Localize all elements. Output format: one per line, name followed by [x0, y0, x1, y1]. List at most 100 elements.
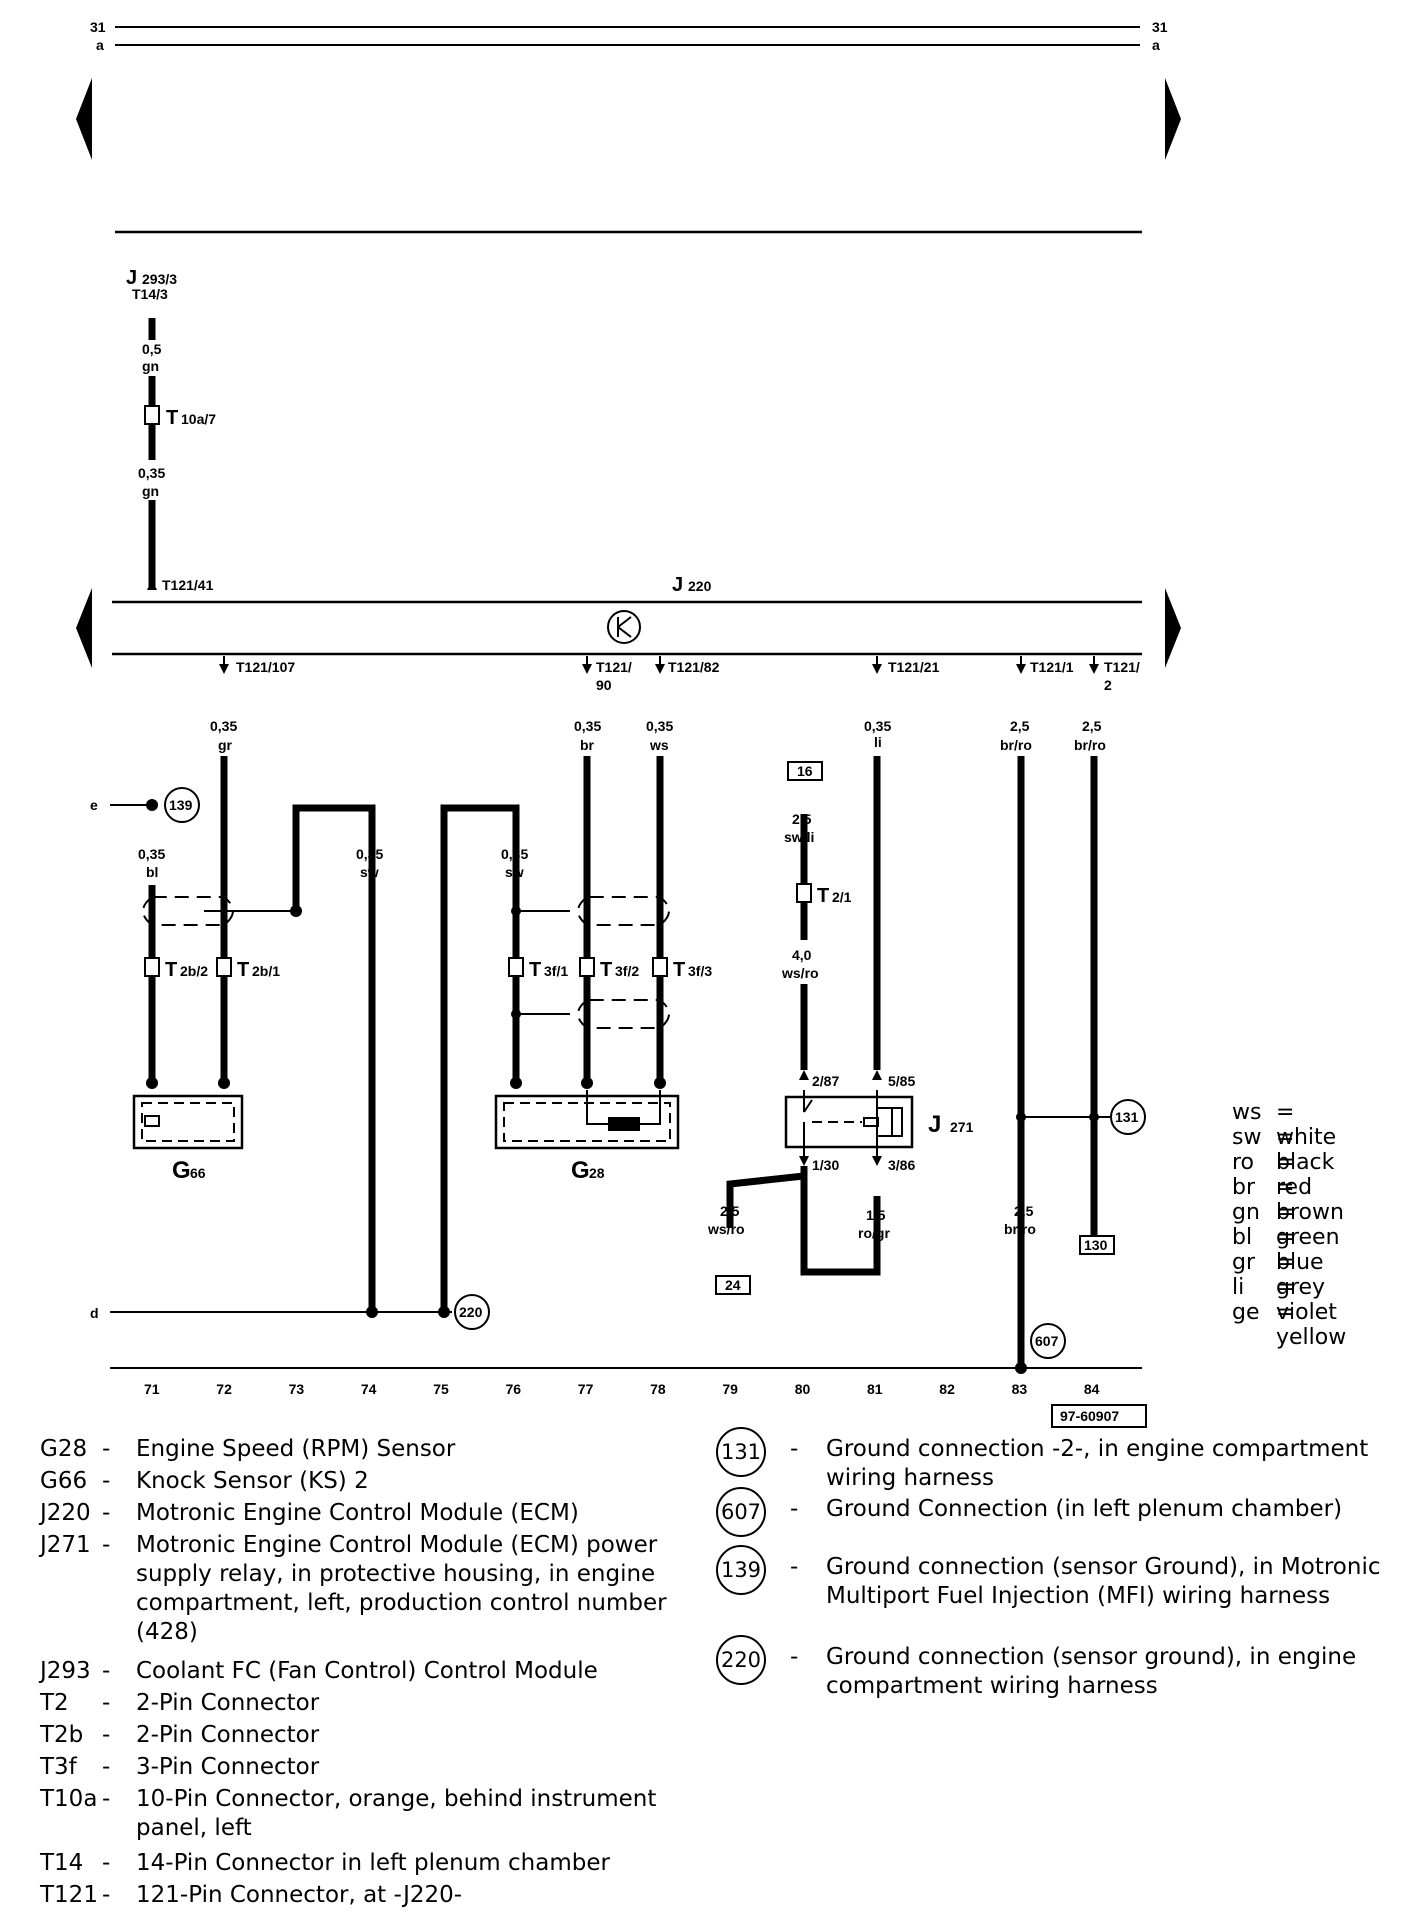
- top-bus: 31 a 31 a: [76, 19, 1181, 234]
- track-74: 74: [361, 1381, 377, 1397]
- ground-139-icon: 139: [716, 1545, 766, 1595]
- pin-t121-90a: T121/: [596, 659, 632, 675]
- g66-label: G: [172, 1157, 191, 1184]
- part-desc: 121-Pin Connector, at -J220-: [136, 1882, 463, 1908]
- g28-label: G: [571, 1157, 590, 1184]
- ground-220-icon: 220: [716, 1635, 766, 1685]
- track-77: 77: [578, 1381, 594, 1397]
- t2b1-label: T: [237, 959, 249, 981]
- part-code: T2: [40, 1690, 69, 1716]
- ref-16: 16: [797, 763, 813, 779]
- ground-139-icon: 139: [169, 797, 193, 813]
- w80a-color: sw/li: [784, 829, 814, 845]
- track-78: 78: [650, 1381, 666, 1397]
- ground-dash: -: [790, 1496, 799, 1522]
- w2-size: 0,35: [138, 465, 165, 481]
- legend-code: li: [1232, 1275, 1245, 1300]
- w107-color: gr: [218, 737, 233, 753]
- part-desc: 10-Pin Connector, orange, behind instrum…: [136, 1786, 657, 1841]
- w90-color: br: [580, 737, 595, 753]
- w21-color: li: [874, 734, 882, 750]
- w82-size: 0,35: [646, 718, 673, 734]
- ground-list: 131-Ground connection -2-, in engine com…: [716, 1427, 1396, 1735]
- track-76: 76: [506, 1381, 522, 1397]
- t2b1-sub: 2b/1: [252, 963, 280, 979]
- part-code: J220: [40, 1500, 91, 1526]
- t10a-sub: 10a/7: [181, 411, 216, 427]
- g66-sub: 66: [190, 1165, 206, 1181]
- w71-size: 0,35: [138, 846, 165, 862]
- continue-left-arrow-mid: [76, 588, 92, 668]
- legend-name: = grey: [1276, 1250, 1326, 1300]
- part-code: G66: [40, 1468, 88, 1494]
- track-79: 79: [722, 1381, 738, 1397]
- w1-size: 0,5: [142, 341, 162, 357]
- t21-label: T: [817, 885, 829, 907]
- track-82: 82: [939, 1381, 955, 1397]
- side-letter-e: e: [90, 797, 98, 813]
- pin-t121-1: T121/1: [1030, 659, 1074, 675]
- part-code: G28: [40, 1436, 88, 1462]
- w79-color: ws/ro: [707, 1221, 745, 1237]
- legend-name: = brown: [1276, 1175, 1344, 1225]
- w80b-size: 4,0: [792, 947, 812, 963]
- track-84: 84: [1084, 1381, 1100, 1397]
- j220-sub: 220: [688, 578, 712, 594]
- continue-right-arrow-top: [1165, 78, 1181, 160]
- g66-knock-sensor: G 66: [132, 1094, 244, 1184]
- part-dash: -: [102, 1436, 111, 1462]
- part-desc: Motronic Engine Control Module (ECM) pow…: [136, 1532, 667, 1645]
- w107-size: 0,35: [210, 718, 237, 734]
- legend-name: = black: [1276, 1125, 1335, 1175]
- legend-code: ws: [1232, 1100, 1262, 1125]
- legend-code: br: [1232, 1175, 1256, 1200]
- ground-220-icon: 220: [459, 1304, 483, 1320]
- part-dash: -: [102, 1786, 111, 1812]
- ground-points: 139 220 131 607: [164, 787, 1146, 1359]
- part-desc: Motronic Engine Control Module (ECM): [136, 1500, 579, 1526]
- j220-module: J 220: [76, 574, 1181, 668]
- g28-sub: 28: [589, 1165, 605, 1181]
- j293-label: J: [126, 267, 137, 289]
- pin-t121-107: T121/107: [236, 659, 295, 675]
- track-71: 71: [144, 1381, 160, 1397]
- ground-desc: Ground connection (sensor Ground), in Mo…: [826, 1554, 1381, 1609]
- j271-sub: 271: [950, 1119, 974, 1135]
- part-dash: -: [102, 1468, 111, 1494]
- bus-31-right: 31: [1152, 19, 1168, 35]
- legend-code: ge: [1232, 1300, 1260, 1325]
- legend-name: = blue: [1276, 1225, 1324, 1275]
- part-dash: -: [102, 1690, 111, 1716]
- w1a-size: 2,5: [1010, 718, 1030, 734]
- part-dash: -: [102, 1658, 111, 1684]
- part-dash: -: [102, 1882, 111, 1908]
- bus-31-left: 31: [90, 19, 106, 35]
- relay-pin-287: 2/87: [812, 1073, 839, 1089]
- part-code: J293: [40, 1658, 91, 1684]
- j293-feed: J 293/3 T14/3 0,5 gn T 10a/7 0,35 gn T12…: [126, 267, 216, 593]
- junction-dots: [146, 799, 1099, 1374]
- part-desc: 14-Pin Connector in left plenum chamber: [136, 1850, 610, 1876]
- part-code: T10a: [40, 1786, 98, 1812]
- legend-code: bl: [1232, 1225, 1253, 1250]
- part-code: T121: [40, 1882, 98, 1908]
- t2b2-label: T: [165, 959, 177, 981]
- thin-lines: [110, 804, 1142, 1369]
- track-72: 72: [216, 1381, 232, 1397]
- j293-pin: T14/3: [132, 286, 168, 302]
- doc-number-box: [1051, 1404, 1147, 1428]
- w2a-color: br/ro: [1074, 737, 1106, 753]
- legend-name: = violet: [1276, 1275, 1337, 1325]
- j271-label: J: [928, 1111, 941, 1138]
- track-75: 75: [433, 1381, 449, 1397]
- ref-130: 130: [1084, 1237, 1108, 1253]
- part-dash: -: [102, 1850, 111, 1876]
- continue-left-arrow-top: [76, 78, 92, 160]
- transistor-symbol-icon: [607, 610, 641, 644]
- legend-name: = red: [1276, 1150, 1313, 1200]
- ground-dash: -: [790, 1436, 799, 1462]
- doc-number: 97-60907: [1060, 1408, 1119, 1424]
